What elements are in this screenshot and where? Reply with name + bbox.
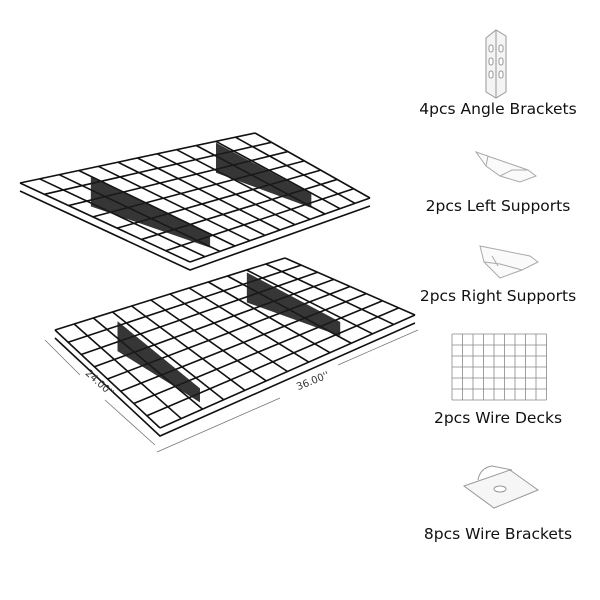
wire-rim	[54, 322, 416, 437]
part-label-angle-brackets: 4pcs Angle Brackets	[419, 100, 577, 118]
wire-shelf-lower	[54, 257, 416, 437]
support-bracket	[216, 142, 312, 208]
wire	[137, 157, 281, 231]
wire	[117, 161, 266, 237]
support-bracket	[90, 176, 211, 248]
wire	[235, 136, 356, 205]
right-support-icon	[479, 245, 539, 279]
angle-bracket-icon	[485, 29, 507, 99]
wire	[67, 264, 302, 344]
dimension-lines	[44, 329, 419, 453]
support-bracket	[246, 272, 341, 336]
wire	[133, 300, 383, 405]
support-bracket	[117, 321, 200, 403]
part-label-wire-brackets: 8pcs Wire Brackets	[423, 525, 573, 543]
wire	[146, 307, 400, 417]
wire-shelf-upper	[19, 132, 371, 271]
wire	[97, 165, 251, 242]
wire	[19, 182, 191, 263]
wire	[159, 314, 416, 429]
wire	[254, 132, 371, 199]
part-label-wire-decks: 2pcs Wire Decks	[433, 409, 563, 427]
wire	[54, 257, 286, 331]
part-label-left-supports: 2pcs Left Supports	[425, 197, 571, 215]
wire-rim	[19, 190, 371, 271]
left-support-icon	[474, 151, 538, 183]
wire	[44, 141, 272, 196]
wire	[39, 178, 206, 258]
wire	[156, 153, 296, 226]
wire	[189, 197, 371, 263]
wire-bracket-icon	[462, 465, 540, 509]
part-label-right-supports: 2pcs Right Supports	[419, 287, 577, 305]
wire	[215, 140, 341, 210]
wire-deck-icon	[451, 333, 547, 401]
wire	[19, 132, 256, 184]
wire	[176, 148, 311, 221]
